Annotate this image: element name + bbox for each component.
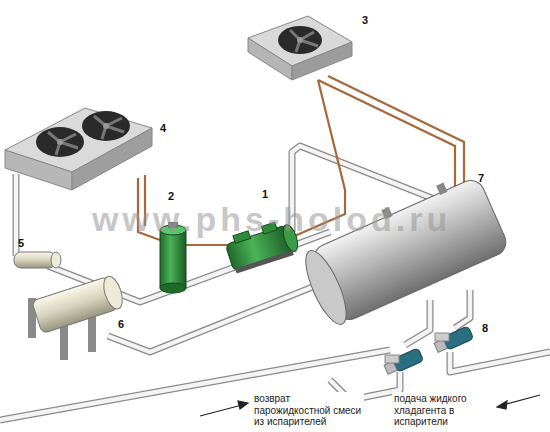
flow-caption: подача жидкого хладагента в испарители [392, 392, 496, 429]
vessel-5 [14, 252, 61, 268]
receiver-6 [28, 274, 126, 360]
pipes [0, 146, 550, 420]
flow-caption: возврат парожидкостной смеси из испарите… [252, 392, 364, 429]
callout-number: 4 [160, 122, 166, 134]
callout-number: 7 [478, 172, 484, 184]
condenser-3 [248, 16, 352, 80]
condenser-4 [5, 108, 152, 190]
callout-number: 8 [482, 322, 488, 334]
callout-number: 3 [362, 14, 368, 26]
pumps-8 [330, 326, 474, 400]
receiver-7 [295, 169, 511, 345]
callout-number: 1 [262, 188, 268, 200]
callout-number: 5 [18, 237, 24, 249]
watermark: www.phs-holod.ru [92, 200, 451, 239]
callout-number: 6 [118, 318, 124, 330]
